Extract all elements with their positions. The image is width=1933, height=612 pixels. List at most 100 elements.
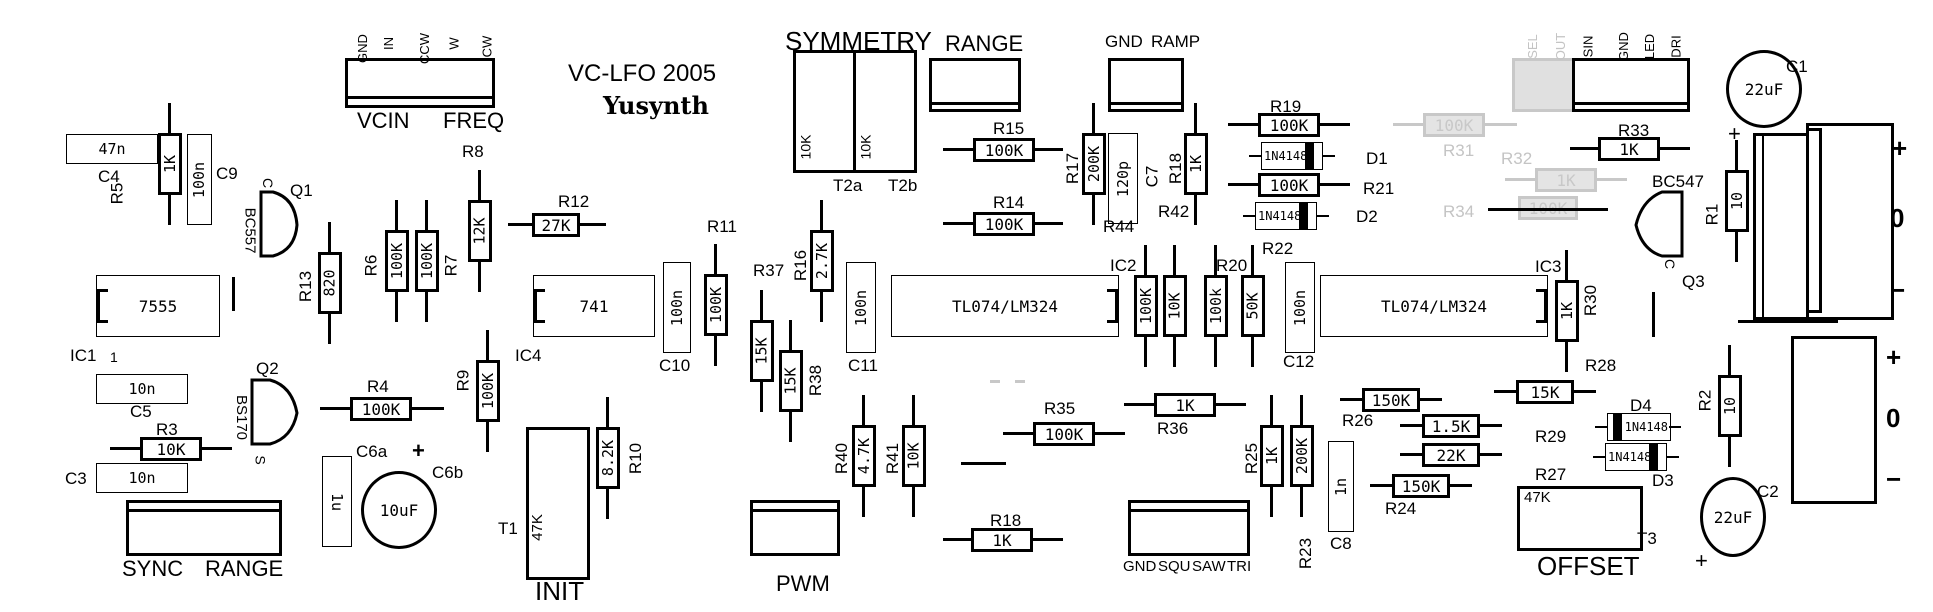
board-title: VC-LFO 2005	[568, 60, 717, 87]
ghost-mark	[1015, 380, 1025, 383]
q2-pin-s: S	[252, 455, 269, 465]
q2-part: BS170	[233, 394, 251, 441]
label-c11: C11	[848, 356, 878, 375]
label-out-tri: TRI	[1227, 558, 1252, 575]
label-c2: C2	[1757, 482, 1779, 501]
label-r7: R7	[441, 254, 461, 277]
label-c5: C5	[130, 402, 152, 421]
t3-value: 47K	[1524, 489, 1551, 506]
label-r12: R12	[558, 192, 590, 211]
wire-link-power	[1738, 320, 1838, 323]
label-c12: C12	[1283, 352, 1315, 371]
label-r38: R38	[806, 364, 826, 397]
resistor-r25: 1K	[1260, 395, 1284, 517]
resistor-r19: 100K	[1228, 113, 1350, 137]
label-t3: T3	[1637, 529, 1657, 548]
resistor-r12: 27K	[508, 213, 606, 237]
label-q2: Q2	[256, 359, 279, 378]
capacitor-c9: 100n	[187, 134, 212, 225]
label-r6: R6	[361, 254, 381, 277]
t2a-value: 10K	[797, 134, 814, 160]
label-c9: C9	[216, 164, 238, 183]
label-out-gnd: GND	[1123, 558, 1157, 575]
label-ic1: IC1	[70, 346, 97, 365]
label-out-saw: SAW	[1192, 558, 1226, 575]
label-r14: R14	[993, 193, 1025, 212]
resistor-array-1: 100K	[1134, 245, 1158, 367]
ic3-tl074: TL074/LM324	[1320, 275, 1548, 337]
power-bottom-minus: −	[1886, 464, 1902, 494]
label-range-top: RANGE	[945, 31, 1024, 56]
capacitor-c2: 22uF	[1700, 477, 1766, 557]
t1-value: 47K	[528, 514, 546, 541]
label-r32: R32	[1501, 149, 1533, 168]
label-gnd: GND	[1105, 32, 1143, 51]
label-r15: R15	[993, 119, 1025, 138]
resistor-r13: 820	[318, 222, 342, 344]
transistor-q2	[250, 378, 299, 446]
c6b-plus: +	[412, 438, 425, 463]
power-reg-body	[1753, 133, 1814, 320]
ic1-7555: 7555	[96, 275, 220, 337]
capacitor-c4: 47n	[66, 134, 158, 164]
resistor-r36: 1K	[1124, 393, 1246, 417]
resistor-r2: 10	[1718, 345, 1742, 467]
power-top-plus: +	[1892, 133, 1908, 163]
ic4-741: 741	[533, 275, 655, 337]
resistor-r21: 100K	[1228, 173, 1350, 197]
power-connector-tab	[1806, 128, 1822, 313]
label-r13: R13	[296, 270, 316, 303]
resistor-r29: 1.5K	[1400, 414, 1502, 438]
label-c10: C10	[659, 356, 691, 375]
label-r40: R40	[832, 442, 852, 475]
label-t2a: T2a	[833, 176, 863, 195]
label-d2: D2	[1356, 207, 1378, 226]
capacitor-c12: 100n	[1285, 262, 1315, 353]
pin-dri: DRI	[1668, 35, 1684, 58]
diode-d2: 1N4148	[1243, 202, 1329, 230]
label-r16: R16	[791, 249, 811, 282]
label-r22: R22	[1262, 239, 1294, 258]
label-r1: R1	[1702, 203, 1722, 226]
t2b-value: 10K	[857, 134, 874, 160]
resistor-r7: 100K	[415, 200, 439, 322]
capacitor-c8: 1n	[1328, 441, 1354, 532]
label-init: INIT	[535, 576, 585, 606]
range-connector-top	[929, 58, 1021, 112]
capacitor-c11: 100n	[846, 262, 876, 353]
resistor-r3: 10K	[110, 437, 232, 461]
sin-gnd-led-dri-connector	[1572, 58, 1690, 112]
capacitor-c10: 100n	[663, 262, 691, 353]
diode-d4: 1N4148	[1595, 413, 1681, 441]
label-offset: OFFSET	[1537, 551, 1640, 581]
wire-link-r34	[1488, 208, 1608, 211]
label-r2: R2	[1695, 389, 1715, 412]
resistor-r38: 15K	[779, 320, 803, 442]
resistor-r4: 100K	[320, 397, 444, 421]
pin-out: OUT	[1553, 32, 1569, 61]
label-r33: R33	[1618, 121, 1650, 140]
capacitor-c3: 10n	[96, 463, 188, 493]
resistor-r33: 1K	[1570, 137, 1690, 161]
c1-plus: +	[1728, 121, 1741, 146]
ic1-pin1: 1	[110, 349, 118, 365]
resistor-r16: 2.7K	[810, 200, 834, 322]
label-r8: R8	[462, 142, 484, 161]
sel-out-connector-ghost	[1512, 58, 1580, 112]
outputs-connector	[1128, 500, 1250, 556]
label-r19: R19	[1270, 97, 1302, 116]
brand-logo: Yusynth	[603, 91, 709, 120]
pin-sel: SEL	[1524, 34, 1540, 59]
label-r41: R41	[883, 442, 903, 475]
label-r20: R20	[1216, 256, 1248, 275]
label-r17: R17	[1063, 152, 1083, 185]
resistor-r31-ghost: 100K	[1393, 113, 1517, 137]
label-freq: FREQ	[443, 108, 505, 133]
resistor-r8: 12K	[468, 170, 492, 292]
pin-in: IN	[381, 37, 396, 50]
diode-d1: 1N4148	[1249, 142, 1335, 170]
resistor-r15: 100K	[943, 138, 1063, 162]
label-r44: R44	[1103, 217, 1135, 236]
label-t2b: T2b	[888, 176, 918, 195]
power-top-zero: 0	[1890, 203, 1905, 233]
